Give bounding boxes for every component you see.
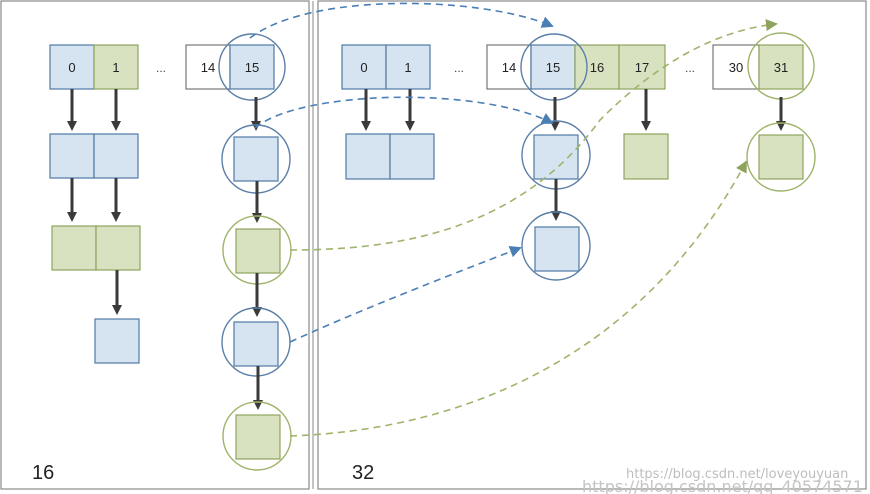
chain-node: [758, 134, 804, 180]
left-bucket-index: 1: [112, 60, 119, 75]
chain-node: [533, 134, 579, 180]
blue-migration-arrow: [254, 96, 554, 129]
right-panel-label: 32: [352, 462, 374, 484]
right-ellipsis: ...: [685, 61, 695, 75]
left-panel-label: 16: [32, 462, 54, 484]
left-ellipsis: ...: [156, 61, 166, 75]
right-bucket-cell: [385, 44, 431, 90]
chain-node: [235, 228, 281, 274]
right-chains: [345, 89, 816, 281]
right-bucket-index: 0: [360, 60, 367, 75]
right-bucket-index: 31: [774, 60, 788, 75]
chain-node: [623, 133, 669, 180]
right-bucket-cell: [574, 44, 620, 90]
right-ellipsis: ...: [454, 61, 464, 75]
right-bucket-index: 15: [546, 60, 560, 75]
green-migration-arrow: [289, 160, 747, 437]
left-bucket-index: 14: [201, 60, 215, 75]
chain-node: [534, 226, 580, 272]
highlight-circle: [218, 33, 286, 101]
right-bucket-cell: [618, 44, 666, 90]
right-bucket-cell: [530, 44, 576, 90]
watermark: https://blog.csdn.net/loveyouyuan https:…: [582, 467, 863, 494]
right-bucket-index: 17: [635, 60, 649, 75]
chain-node: [94, 318, 140, 364]
chain-node: [49, 133, 95, 179]
right-bucket-index: 1: [404, 60, 411, 75]
chain-node: [51, 225, 97, 271]
left-bucket-index: 15: [245, 60, 259, 75]
right-bucket-index: 30: [729, 60, 743, 75]
highlight-circle: [746, 122, 816, 192]
right-bucket-cell: [758, 44, 804, 90]
left-chain-15: [221, 97, 292, 471]
chain-node: [93, 133, 139, 179]
chain-node: [389, 133, 435, 180]
watermark-line-1: https://blog.csdn.net/loveyouyuan: [626, 467, 848, 482]
chain-node: [95, 225, 141, 271]
highlight-circle: [521, 211, 591, 281]
blue-migration-arrow: [289, 246, 522, 343]
chain-node: [233, 136, 279, 182]
watermark-line-2: https://blog.csdn.net/qq_40574571: [582, 477, 863, 494]
right-bucket-cell: [341, 44, 387, 90]
left-bucket-cell: [229, 44, 275, 90]
right-bucket-array: 0 1 ... 14 15 16 17 ... 30 31: [341, 32, 815, 101]
right-bucket-index: 16: [590, 60, 604, 75]
migration-arrows: [249, 2, 778, 437]
left-chains-0-1: [49, 89, 141, 364]
blue-migration-arrow: [249, 2, 554, 39]
left-bucket-index: 0: [68, 60, 75, 75]
chain-node: [235, 414, 281, 460]
left-bucket-cell: [93, 44, 139, 90]
chain-node: [233, 321, 279, 367]
chain-node: [345, 133, 391, 180]
right-bucket-index: 14: [502, 60, 516, 75]
